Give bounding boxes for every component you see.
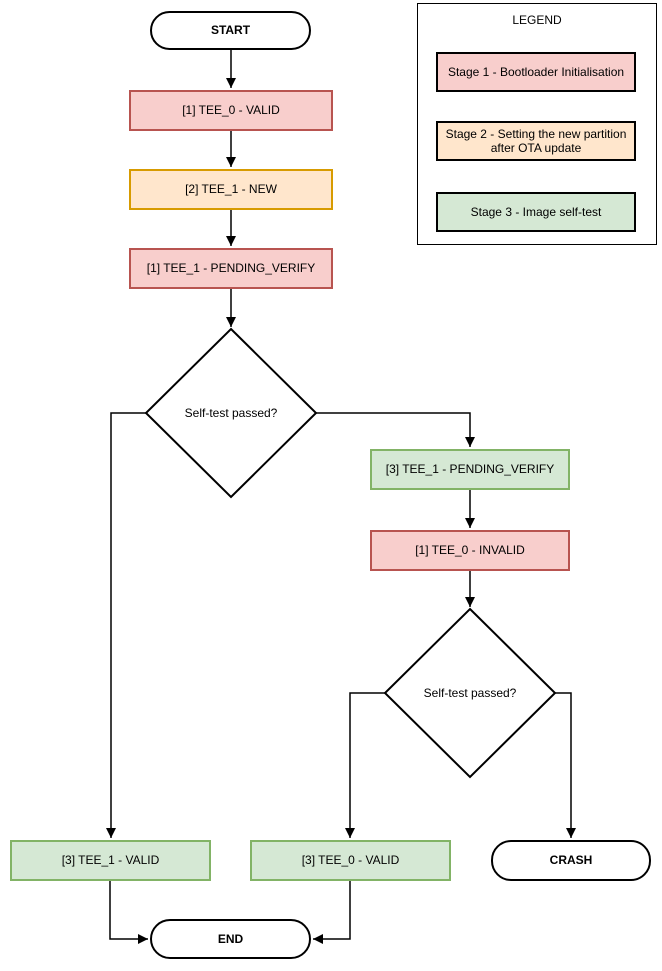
decision-2-label: Self-test passed? xyxy=(423,686,517,700)
stage1-tee0-valid-box: [1] TEE_0 - VALID xyxy=(129,90,333,131)
legend-panel: LEGEND Stage 1 - Bootloader Initialisati… xyxy=(417,3,657,245)
end-terminal: END xyxy=(150,919,311,959)
legend-title: LEGEND xyxy=(512,13,562,27)
decision-diamond-1 xyxy=(144,327,318,499)
connector-decision2-fail-to-crash xyxy=(555,692,576,838)
crash-terminal: CRASH xyxy=(491,840,651,881)
connector-tee1valid3-to-end xyxy=(109,881,148,944)
stage2-tee1-new-box: [2] TEE_1 - NEW xyxy=(129,169,333,210)
decision-diamond-2 xyxy=(383,607,557,779)
stage1-tee1-pending-verify-box: [1] TEE_1 - PENDING_VERIFY xyxy=(129,248,333,289)
stage1-tee0-invalid-box: [1] TEE_0 - INVALID xyxy=(370,530,570,571)
stage3-tee1-valid-box: [3] TEE_1 - VALID xyxy=(10,840,211,881)
connector-decision1-pass-to-tee1valid xyxy=(106,412,146,838)
connector-decision1-fail-to-tee1pv3 xyxy=(316,412,475,447)
stage3-tee0-valid-box: [3] TEE_0 - VALID xyxy=(250,840,451,881)
connector-decision2-pass-to-tee0valid3 xyxy=(345,692,385,838)
legend-stage1-box: Stage 1 - Bootloader Initialisation xyxy=(436,52,636,92)
start-terminal: START xyxy=(150,11,311,50)
connector-tee0valid3-to-end xyxy=(313,881,351,944)
stage3-tee1-pending-verify-box: [3] TEE_1 - PENDING_VERIFY xyxy=(370,449,570,490)
legend-stage2-box: Stage 2 - Setting the new partition afte… xyxy=(436,121,636,161)
decision-1-label: Self-test passed? xyxy=(184,406,278,420)
legend-stage3-box: Stage 3 - Image self-test xyxy=(436,192,636,232)
